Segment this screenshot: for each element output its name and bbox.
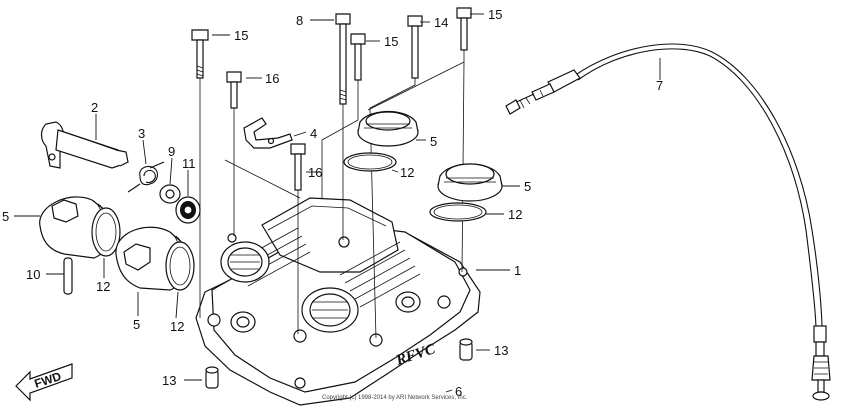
dowel-lower — [205, 366, 219, 389]
cam-cap-right — [437, 163, 503, 202]
o-ring-right — [429, 202, 487, 222]
callout-7: 7 — [656, 78, 663, 93]
bolt-8 — [335, 13, 351, 105]
cylinder-head-cover: RFVC — [195, 197, 481, 406]
callout-13-right: 13 — [494, 343, 508, 358]
callout-4: 4 — [310, 126, 317, 141]
dowel-pin — [63, 257, 73, 295]
callout-8: 8 — [296, 13, 303, 28]
bolt-15-left — [191, 29, 209, 79]
callout-12-upper-right: 12 — [400, 165, 414, 180]
decompressor-shaft — [40, 121, 129, 169]
dowel-right — [459, 338, 473, 361]
return-spring — [127, 161, 165, 193]
callout-10: 10 — [26, 267, 40, 282]
callout-16-lower: 16 — [308, 165, 322, 180]
decompressor-cable — [505, 43, 831, 401]
oil-seal — [175, 196, 201, 224]
callout-6: 6 — [455, 384, 462, 399]
callout-5-middle: 5 — [133, 317, 140, 332]
callout-12-left: 12 — [96, 279, 110, 294]
washer — [159, 184, 181, 204]
callout-15-left: 15 — [234, 28, 248, 43]
leader-lines — [14, 13, 661, 393]
callout-5-upper-right: 5 — [430, 134, 437, 149]
callout-13-lower: 13 — [162, 373, 176, 388]
copyright-notice: Copyright (c) 1998-2014 by ARI Network S… — [322, 395, 468, 401]
o-ring-upper — [343, 152, 397, 172]
cable-bracket — [243, 117, 293, 149]
callout-2: 2 — [91, 100, 98, 115]
bolt-16-lower — [290, 143, 306, 191]
callout-12-middle: 12 — [170, 319, 184, 334]
callout-numbers: 15 8 15 14 15 16 4 16 5 12 5 12 1 13 13 … — [2, 7, 663, 399]
o-ring-left — [91, 207, 121, 257]
cam-cap-upper — [357, 111, 419, 147]
o-ring-middle — [165, 241, 195, 291]
callout-15-center: 15 — [384, 34, 398, 49]
forward-direction-arrow: FWD — [15, 363, 73, 402]
callout-14: 14 — [434, 15, 448, 30]
bolt-16-upper — [226, 71, 242, 109]
bolt-15-right — [456, 7, 472, 51]
callout-9: 9 — [168, 144, 175, 159]
alignment-lines — [199, 50, 465, 339]
callout-15-right: 15 — [488, 7, 502, 22]
callout-5-left: 5 — [2, 209, 9, 224]
callout-1: 1 — [514, 263, 521, 278]
bolt-15-center — [350, 33, 366, 81]
callout-11: 11 — [182, 156, 196, 171]
callout-5-right: 5 — [524, 179, 531, 194]
callout-12-right: 12 — [508, 207, 522, 222]
callout-16-upper: 16 — [265, 71, 279, 86]
callout-3: 3 — [138, 126, 145, 141]
bolt-14 — [407, 15, 423, 79]
fwd-label: FWD — [33, 369, 64, 391]
